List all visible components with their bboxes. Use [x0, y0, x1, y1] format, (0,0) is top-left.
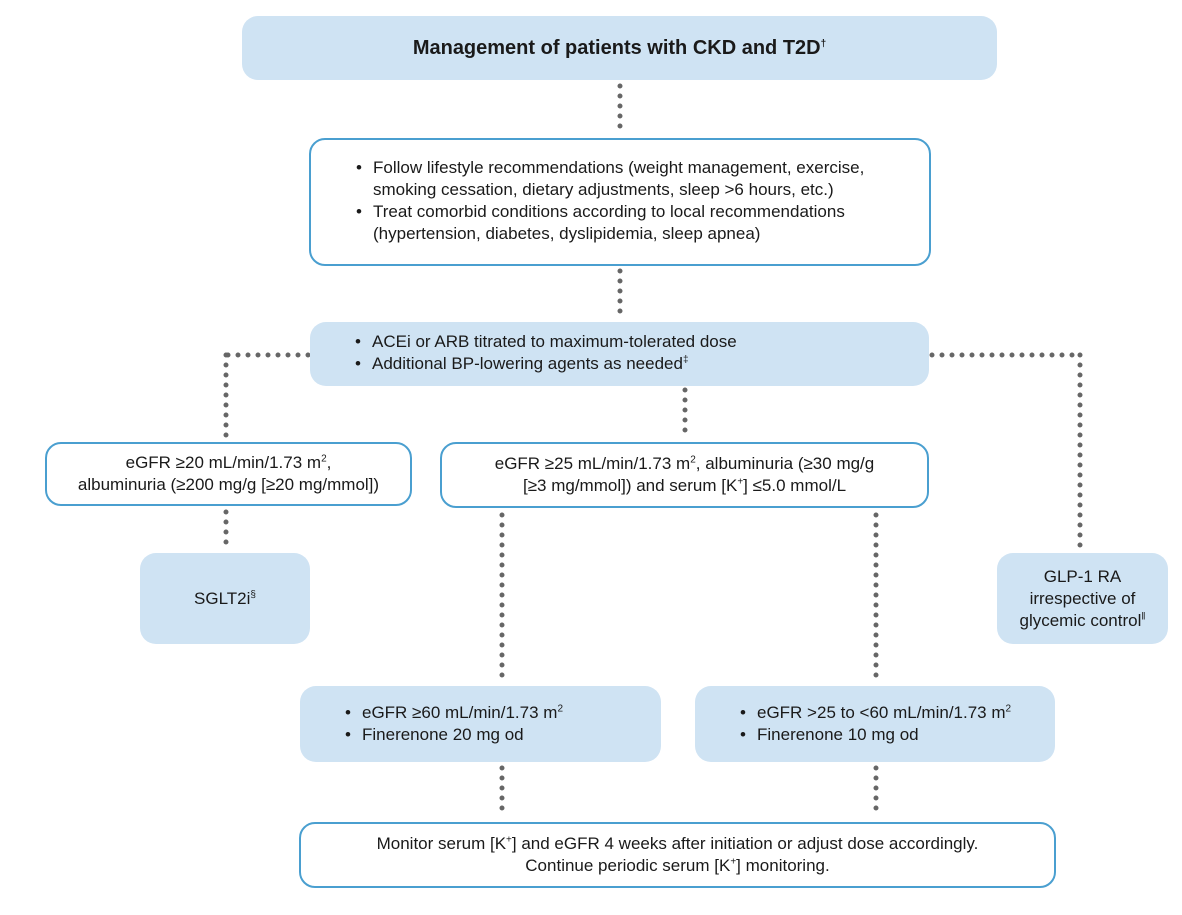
finerenone-10-box: eGFR >25 to <60 mL/min/1.73 m2 Finerenon…: [695, 686, 1055, 762]
sglt2i-box: SGLT2i§: [140, 553, 310, 644]
glp1-ra-box: GLP-1 RA irrespective of glycemic contro…: [997, 553, 1168, 644]
title-box: Management of patients with CKD and T2D†: [242, 16, 997, 80]
egfr25-criteria-box: eGFR ≥25 mL/min/1.73 m2, albuminuria (≥3…: [440, 442, 929, 508]
glp1-line: irrespective of: [1029, 588, 1136, 608]
albuminuria-line: albuminuria (≥200 mg/g [≥20 mg/mmol]): [77, 475, 380, 494]
lifestyle-item: Treat comorbid conditions according to l…: [356, 201, 909, 245]
lifestyle-item: Follow lifestyle recommendations (weight…: [356, 157, 909, 201]
monitor-line: Continue periodic serum [K+] monitoring.: [525, 856, 830, 875]
fine10-dose: Finerenone 10 mg od: [740, 724, 1045, 746]
acei-item: ACEi or ARB titrated to maximum-tolerate…: [355, 331, 909, 353]
fine20-egfr: eGFR ≥60 mL/min/1.73 m2: [345, 702, 645, 724]
glp1-line: glycemic controlǁ: [1019, 610, 1146, 630]
glp1-line: GLP-1 RA: [1043, 566, 1122, 586]
monitor-line: Monitor serum [K+] and eGFR 4 weeks afte…: [376, 834, 979, 853]
egfr25-line: eGFR ≥25 mL/min/1.73 m2, albuminuria (≥3…: [494, 454, 875, 473]
lifestyle-box: Follow lifestyle recommendations (weight…: [309, 138, 931, 266]
finerenone-20-box: eGFR ≥60 mL/min/1.73 m2 Finerenone 20 mg…: [300, 686, 661, 762]
acei-box: ACEi or ARB titrated to maximum-tolerate…: [310, 322, 929, 386]
egfr20-line: eGFR ≥20 mL/min/1.73 m2,: [125, 453, 332, 472]
page-title: Management of patients with CKD and T2D†: [412, 37, 827, 59]
potassium-line: [≥3 mg/mmol]) and serum [K+] ≤5.0 mmol/L: [522, 476, 847, 495]
monitor-box: Monitor serum [K+] and eGFR 4 weeks afte…: [299, 822, 1056, 888]
egfr20-criteria-box: eGFR ≥20 mL/min/1.73 m2, albuminuria (≥2…: [45, 442, 412, 506]
sglt2i-label: SGLT2i§: [194, 588, 256, 608]
fine20-dose: Finerenone 20 mg od: [345, 724, 645, 746]
acei-item: Additional BP-lowering agents as needed‡: [355, 353, 909, 375]
fine10-egfr: eGFR >25 to <60 mL/min/1.73 m2: [740, 702, 1045, 724]
